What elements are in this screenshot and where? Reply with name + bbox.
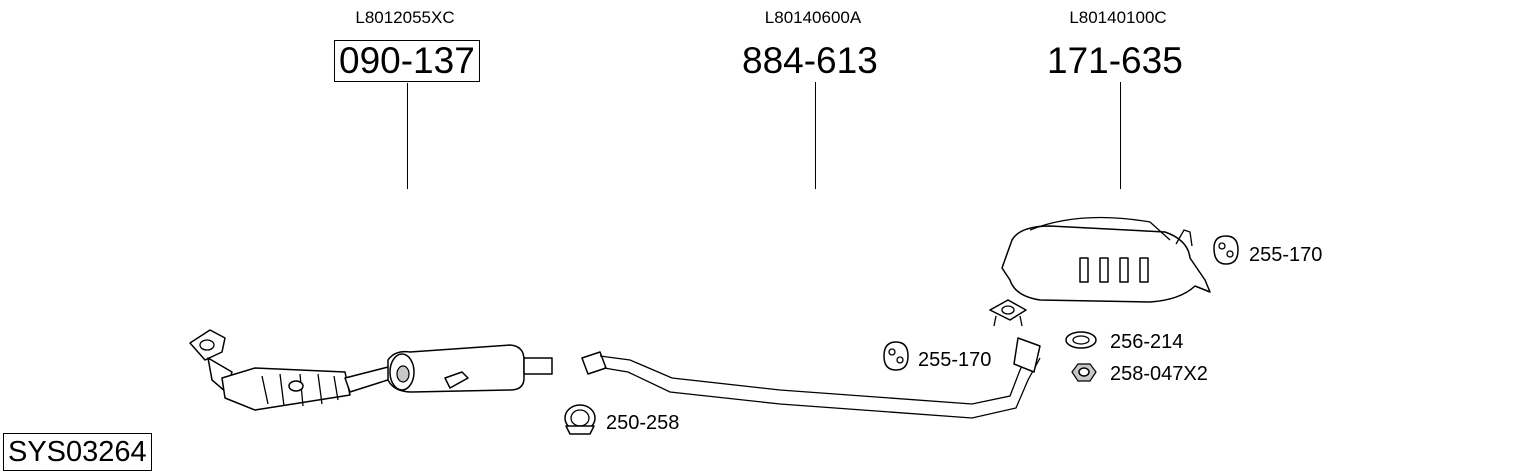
middle-pipe-drawing — [581, 337, 1041, 419]
oe-ref-label: L80140600A — [764, 8, 862, 27]
centre-silencer-drawing — [387, 344, 553, 393]
rear-silencer-drawing — [989, 216, 1211, 327]
mount-front-label: 255-170 — [918, 349, 992, 371]
leader-line — [815, 82, 816, 189]
part-number-label: 171-635 — [1047, 40, 1183, 81]
leader-line — [407, 83, 408, 189]
clamp-icon — [564, 404, 596, 435]
rubber-mount-icon — [883, 341, 909, 371]
oe-ref-label: L8012055XC — [355, 8, 455, 27]
gasket-label: 256-214 — [1110, 331, 1184, 353]
gasket-icon — [1065, 331, 1097, 349]
nut-icon — [1071, 363, 1097, 382]
system-code: SYS03264 — [3, 433, 152, 471]
part-number-label: 090-137 — [334, 40, 480, 82]
nut-label: 258-047X2 — [1110, 363, 1208, 385]
rubber-mount-icon — [1213, 235, 1239, 265]
leader-line — [1120, 82, 1121, 189]
part-number-label: 884-613 — [742, 40, 878, 81]
oe-ref-label: L80140100C — [1069, 8, 1167, 27]
clamp-label: 250-258 — [606, 412, 680, 434]
catalytic-converter-drawing — [189, 329, 395, 411]
mount-rear-label: 255-170 — [1249, 244, 1323, 266]
